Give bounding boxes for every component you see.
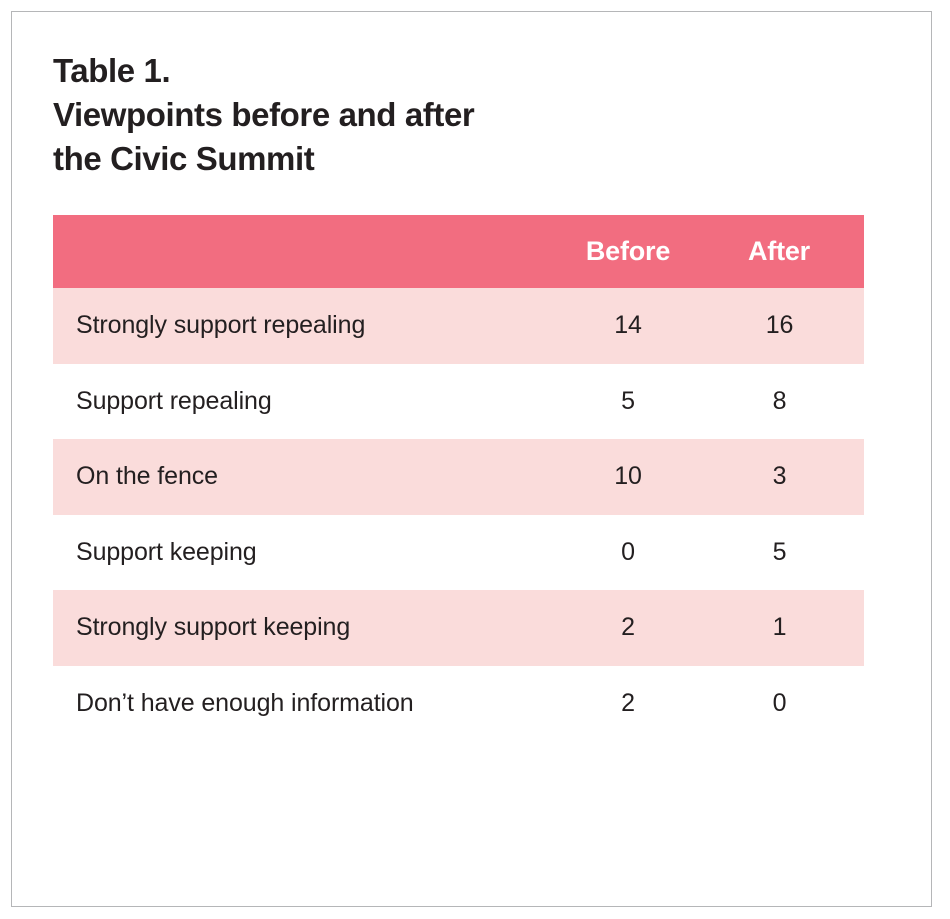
title-line-2: Viewpoints before and after [53, 95, 475, 133]
table-row: Strongly support repealing 14 16 [53, 288, 864, 364]
column-header-label [53, 215, 540, 288]
column-header-before: Before [540, 215, 716, 288]
row-label: Support keeping [53, 514, 540, 590]
table-row: On the fence 10 3 [53, 439, 864, 515]
row-label: Support repealing [53, 363, 540, 439]
row-value-before: 2 [540, 590, 716, 666]
table-row: Support repealing 5 8 [53, 363, 864, 439]
viewpoints-table: Before After Strongly support repealing … [53, 215, 864, 741]
row-value-before: 10 [540, 439, 716, 515]
row-label: On the fence [53, 439, 540, 515]
page-frame: Table 1. Viewpoints before and after the… [11, 11, 932, 907]
row-label: Strongly support keeping [53, 590, 540, 666]
row-value-after: 0 [716, 665, 864, 741]
row-value-after: 16 [716, 288, 864, 364]
row-value-after: 3 [716, 439, 864, 515]
table-row: Don’t have enough information 2 0 [53, 665, 864, 741]
row-value-after: 8 [716, 363, 864, 439]
row-value-after: 1 [716, 590, 864, 666]
row-value-before: 5 [540, 363, 716, 439]
row-label: Strongly support repealing [53, 288, 540, 364]
row-value-before: 0 [540, 514, 716, 590]
row-value-before: 14 [540, 288, 716, 364]
page-title: Table 1. Viewpoints before and after the… [53, 49, 753, 181]
table-row: Support keeping 0 5 [53, 514, 864, 590]
row-value-after: 5 [716, 514, 864, 590]
table-header-row: Before After [53, 215, 864, 288]
title-line-1: Table 1. [53, 52, 171, 89]
column-header-after: After [716, 215, 864, 288]
table-row: Strongly support keeping 2 1 [53, 590, 864, 666]
row-label: Don’t have enough information [53, 665, 540, 741]
table-body: Strongly support repealing 14 16 Support… [53, 288, 864, 741]
title-line-3: the Civic Summit [53, 139, 315, 177]
table-header: Before After [53, 215, 864, 288]
row-value-before: 2 [540, 665, 716, 741]
